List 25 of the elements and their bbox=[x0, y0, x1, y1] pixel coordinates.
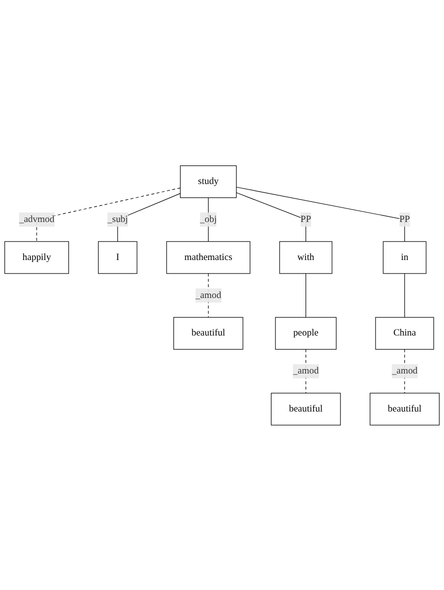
node-box: people bbox=[275, 316, 337, 350]
edge-label: PP bbox=[399, 214, 410, 224]
connector bbox=[208, 196, 209, 242]
node-box: China bbox=[375, 316, 434, 350]
node-box: study bbox=[180, 165, 237, 198]
node-box: beautiful bbox=[270, 392, 341, 425]
edge-label: _advmod bbox=[19, 214, 54, 224]
node-box: in bbox=[382, 240, 426, 274]
edge-label: _obj bbox=[200, 214, 217, 224]
connector bbox=[36, 187, 181, 242]
edge-label: _amod bbox=[195, 290, 222, 300]
connector bbox=[236, 192, 306, 242]
edge-label: _amod bbox=[392, 365, 418, 376]
node-box: with bbox=[279, 240, 332, 274]
connector bbox=[117, 192, 181, 242]
edge-label: _amod bbox=[292, 365, 319, 376]
node-box: beautiful bbox=[370, 392, 440, 425]
edge-label: _subj bbox=[107, 214, 128, 224]
node-box: happily bbox=[4, 240, 69, 274]
edge-label: PP bbox=[300, 214, 312, 224]
connector bbox=[236, 186, 405, 242]
node-box: mathematics bbox=[166, 240, 250, 274]
connector bbox=[404, 272, 405, 318]
node-box: beautiful bbox=[173, 316, 244, 350]
node-box: I bbox=[98, 240, 138, 274]
